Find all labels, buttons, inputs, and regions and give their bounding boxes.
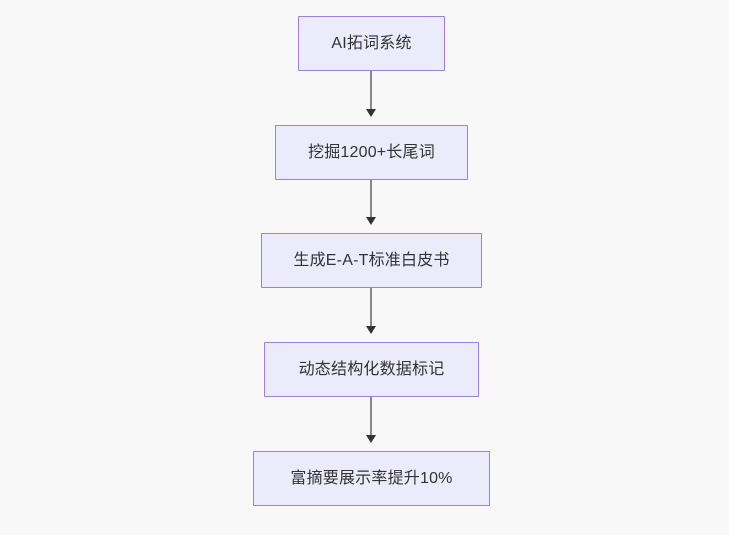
arrowhead-icon — [366, 326, 376, 334]
flow-node-label: AI拓词系统 — [331, 34, 412, 52]
edge-node1-node2 — [366, 71, 376, 117]
edge-node4-node5 — [366, 397, 376, 443]
edge-line — [370, 71, 372, 110]
edge-line — [370, 180, 372, 218]
edge-line — [370, 288, 372, 327]
flow-node-generate-eat-whitepaper[interactable]: 生成E-A-T标准白皮书 — [261, 233, 482, 288]
flow-node-label: 动态结构化数据标记 — [298, 360, 445, 378]
flow-node-label: 生成E-A-T标准白皮书 — [293, 251, 450, 269]
arrowhead-icon — [366, 435, 376, 443]
flow-node-ai-keyword-system[interactable]: AI拓词系统 — [298, 16, 445, 71]
edge-node3-node4 — [366, 288, 376, 334]
flow-node-label: 挖掘1200+长尾词 — [308, 143, 435, 161]
flow-node-dynamic-structured-data-markup[interactable]: 动态结构化数据标记 — [264, 342, 479, 397]
edge-line — [370, 397, 372, 436]
edge-node2-node3 — [366, 180, 376, 225]
arrowhead-icon — [366, 217, 376, 225]
flow-node-mine-longtail-keywords[interactable]: 挖掘1200+长尾词 — [275, 125, 468, 180]
arrowhead-icon — [366, 109, 376, 117]
flow-node-rich-snippet-impression-uplift[interactable]: 富摘要展示率提升10% — [253, 451, 490, 506]
flow-node-label: 富摘要展示率提升10% — [290, 469, 453, 487]
